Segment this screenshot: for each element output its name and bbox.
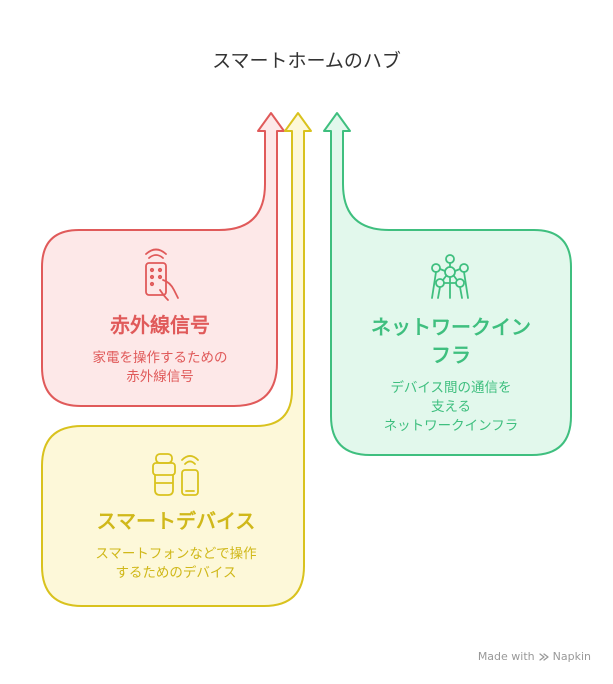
smart-device-card: スマートデバイス スマートフォンなどで操作 するためのデバイス — [58, 507, 294, 583]
card-title-line: フラ — [431, 343, 471, 367]
watermark-brand: Napkin — [552, 650, 591, 663]
smart-devices-icon — [152, 453, 199, 496]
yellow-card-arrow — [41, 112, 312, 607]
card-description: デバイス間の通信を 支える ネットワークインフラ — [345, 379, 557, 436]
description-line: するためのデバイス — [115, 565, 237, 581]
card-title: スマートデバイス — [96, 509, 256, 533]
card-title-line: ネットワークイン — [371, 315, 531, 339]
description-line: 家電を操作するための — [92, 350, 228, 366]
napkin-logo-icon — [538, 652, 549, 661]
remote-control-icon — [145, 248, 179, 301]
description-line: デバイス間の通信を — [390, 380, 512, 396]
watermark-made-with: Made with — [477, 650, 535, 663]
network-infra-card: ネットワークイン フラ デバイス間の通信を 支える ネットワークインフラ — [345, 313, 557, 436]
red-card-arrow — [41, 112, 285, 407]
description-line: ネットワークインフラ — [383, 418, 519, 434]
card-title: 赤外線信号 — [110, 313, 210, 337]
green-card-arrow — [323, 112, 572, 456]
description-line: スマートフォンなどで操作 — [95, 546, 257, 562]
description-line: 支える — [430, 399, 472, 415]
card-description: 家電を操作するための 赤外線信号 — [60, 349, 260, 387]
card-title: ネットワークイン フラ — [345, 313, 557, 369]
card-description: スマートフォンなどで操作 するためのデバイス — [58, 545, 294, 583]
diagram-title: スマートホームのハブ — [212, 50, 401, 72]
ir-signal-card: 赤外線信号 家電を操作するための 赤外線信号 — [60, 311, 260, 387]
description-line: 赤外線信号 — [126, 369, 194, 385]
network-molecule-icon — [431, 254, 469, 299]
watermark: Made with Napkin — [478, 650, 591, 663]
